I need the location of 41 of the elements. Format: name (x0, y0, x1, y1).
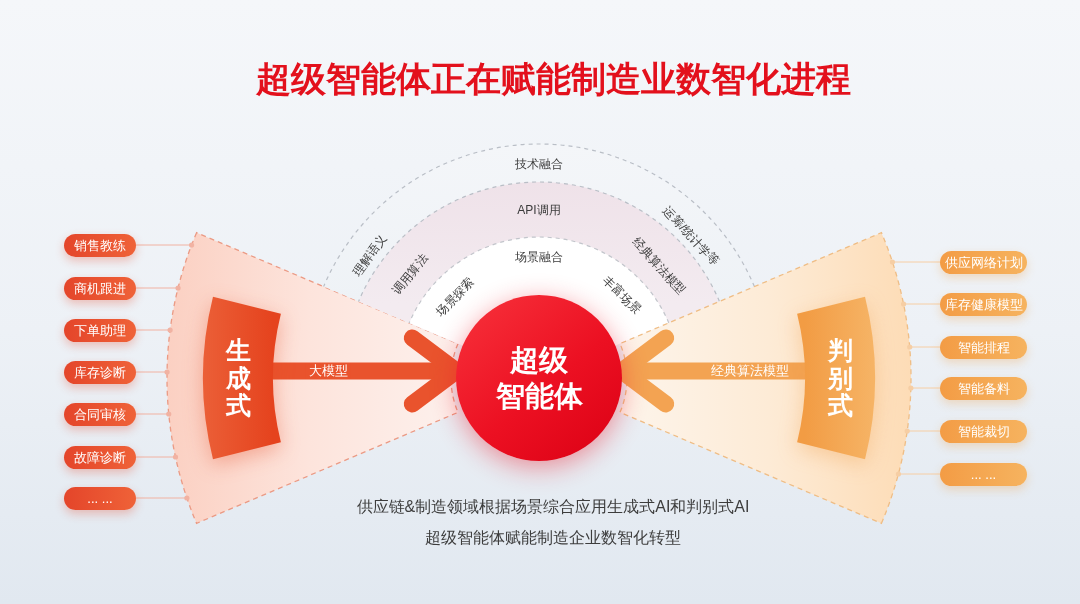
tag-pill: 智能备料 (940, 376, 1027, 400)
leader-line (135, 242, 195, 248)
leader-line (895, 471, 941, 477)
band-label: 生成式 (225, 336, 251, 420)
category-band (797, 296, 875, 460)
ring-label: 场景融合 (515, 250, 563, 264)
ring-label: 技术融合 (515, 157, 563, 171)
tag-pill: 智能裁切 (940, 419, 1027, 443)
tag-pill: 库存健康模型 (940, 292, 1027, 316)
ring-label: API调用 (517, 203, 561, 217)
ring-label: 调用算法 (389, 250, 431, 297)
leader-line (135, 327, 173, 333)
leader-line (907, 344, 941, 350)
ring-label: 理解语义 (350, 231, 390, 279)
leader-line (889, 259, 941, 265)
caption-text: 供应链&制造领域根据场景综合应用生成式AI和判别式AI (356, 497, 750, 517)
category-band (203, 296, 281, 460)
tag-pill: 销售教练 (64, 233, 136, 257)
leader-line (135, 495, 190, 501)
leader-line (135, 369, 170, 375)
tag-pill: 下单助理 (64, 318, 136, 342)
tag-pill: 故障诊断 (64, 445, 136, 469)
leader-line (904, 428, 941, 434)
tag-pill: 商机跟进 (64, 276, 136, 300)
tag-pill: ... ... (64, 486, 136, 510)
leader-line (900, 301, 941, 307)
ring-label: 丰富场景 (599, 273, 644, 318)
ring-label: 场景探索 (433, 274, 477, 319)
leader-line (135, 285, 181, 291)
leader-line (135, 454, 179, 460)
tag-pill: ... ... (940, 462, 1027, 486)
tag-pill: 供应网络计划 (940, 250, 1027, 274)
tag-pill: 智能排程 (940, 335, 1027, 359)
caption-text: 超级智能体赋能制造企业数智化转型 (425, 528, 681, 548)
core-label: 超级智能体 (494, 342, 584, 414)
tag-pill: 库存诊断 (64, 360, 136, 384)
leader-line (135, 411, 172, 417)
band-label: 判别式 (827, 336, 853, 420)
title: 超级智能体正在赋能制造业数智化进程 (255, 58, 851, 100)
tag-pill: 合同审核 (64, 402, 136, 426)
leader-line (908, 385, 941, 391)
